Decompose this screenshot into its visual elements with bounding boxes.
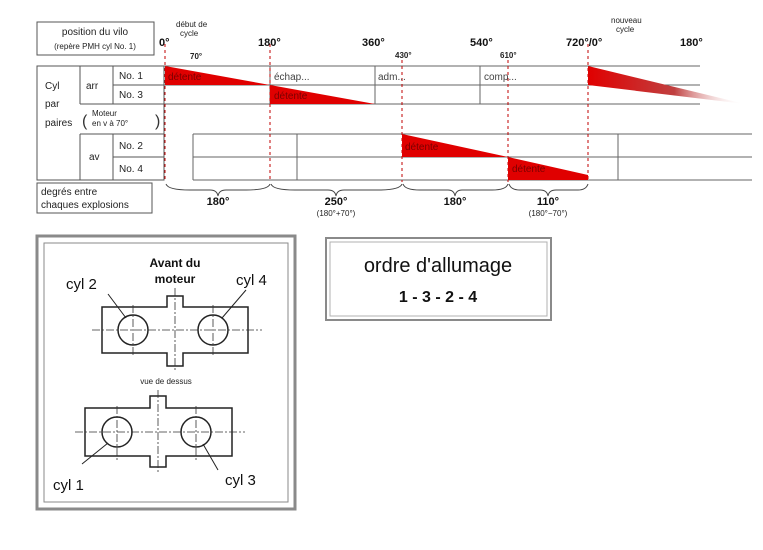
bank-front: av — [89, 152, 100, 163]
power-stroke-no4 — [508, 157, 588, 180]
row-label-no3: No. 3 — [119, 90, 143, 101]
firing-order-panel-inner — [329, 241, 548, 317]
interval-1: 180° — [207, 196, 230, 208]
motor-note-paren-left: ( — [82, 113, 88, 130]
phase-detente-no2: détente — [405, 142, 439, 153]
cyl-4-label: cyl 4 — [236, 272, 267, 289]
phase-adm-no1: adm... — [378, 72, 406, 83]
power-stroke-no1 — [165, 66, 270, 85]
row-label-no4: No. 4 — [119, 164, 143, 175]
engine-front-label-1: Avant du — [150, 256, 201, 270]
power-stroke-no2 — [402, 134, 508, 157]
angle-0: 0° — [159, 37, 170, 49]
cyl-1-label: cyl 1 — [53, 477, 84, 494]
angle-720: 720°/0° — [566, 37, 602, 49]
interval-label-2: chaques explosions — [41, 200, 129, 211]
phase-detente-no1: détente — [168, 72, 202, 83]
interval-braces — [165, 183, 589, 197]
phase-detente-no4: détente — [512, 164, 546, 175]
top-view-label: vue de dessus — [140, 377, 192, 386]
interval-4: 110° — [537, 196, 559, 208]
power-stroke-no3 — [270, 85, 375, 104]
firing-order-sequence: 1 - 3 - 2 - 4 — [399, 289, 477, 306]
angle-180-next: 180° — [680, 37, 703, 49]
bank-rear: arr — [86, 81, 99, 92]
crank-position-header-box — [36, 21, 155, 56]
crank-markers — [164, 44, 589, 182]
interval-label-1: degrés entre — [41, 187, 98, 198]
interval-2-note: (180°+70°) — [317, 209, 356, 218]
motor-note-line1: Moteur — [92, 109, 117, 118]
angle-180: 180° — [258, 37, 281, 49]
motor-note-line2: en v à 70° — [92, 119, 128, 128]
firing-order-panel — [325, 237, 552, 321]
angle-430: 430° — [395, 51, 412, 60]
angle-360: 360° — [362, 37, 385, 49]
cyl-3-label: cyl 3 — [225, 472, 256, 489]
angle-70: 70° — [190, 52, 202, 61]
engine-panel-inner — [43, 242, 289, 503]
motor-note-paren-right: ) — [155, 113, 160, 130]
cyl-2-label: cyl 2 — [66, 276, 97, 293]
angle-610: 610° — [500, 51, 517, 60]
front-block-axes — [92, 288, 262, 372]
interval-4-note: (180°−70°) — [529, 209, 568, 218]
phase-echap-no1: échap... — [274, 72, 310, 83]
group-label-cyl: Cyl — [45, 81, 59, 92]
crank-position-header: position du vilo — [62, 27, 129, 38]
engine-front-label-2: moteur — [155, 272, 196, 286]
group-label-par: par — [45, 99, 60, 110]
phase-comp-no1: comp... — [484, 72, 517, 83]
row-label-grid — [36, 65, 165, 181]
rear-block-axes — [75, 390, 245, 474]
row-label-no1: No. 1 — [119, 71, 143, 82]
firing-order-title: ordre d'allumage — [364, 255, 512, 277]
angle-540: 540° — [470, 37, 493, 49]
interval-3: 180° — [444, 196, 467, 208]
crank-position-reference: (repère PMH cyl No. 1) — [54, 42, 136, 51]
cycle-start-label: début de — [176, 20, 208, 29]
cycle-start-label-2: cycle — [180, 29, 199, 38]
new-cycle-label-2: cycle — [616, 25, 635, 34]
cylinder-leaders — [81, 289, 247, 471]
row-label-no2: No. 2 — [119, 141, 143, 152]
power-stroke-no1-next — [588, 66, 745, 104]
new-cycle-label: nouveau — [611, 16, 642, 25]
interval-label-box — [36, 182, 153, 214]
group-label-paires: paires — [45, 118, 72, 129]
phase-detente-no3: détente — [274, 91, 308, 102]
interval-2: 250° — [325, 196, 348, 208]
